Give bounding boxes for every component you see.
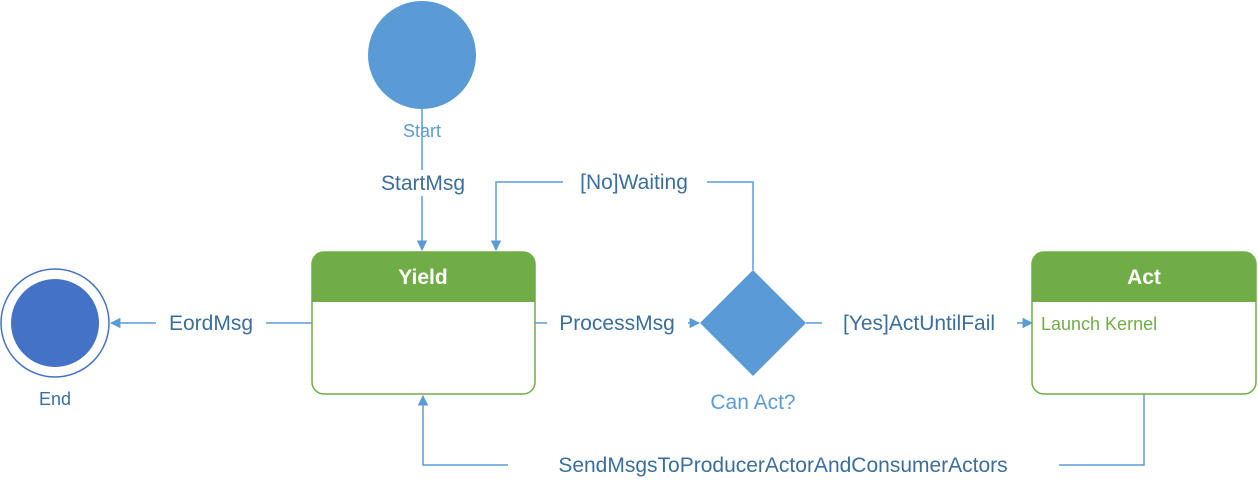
act-state: Act Launch Kernel: [1031, 251, 1257, 395]
edge-label-sendmsgs: SendMsgsToProducerActorAndConsumerActors: [558, 454, 1007, 477]
edge-label-no-waiting: [No]Waiting: [580, 171, 688, 194]
edge-label-eordmsg: EordMsg: [169, 312, 253, 335]
end-node: [11, 279, 99, 367]
act-state-header: [1032, 252, 1256, 302]
flow-decision-no-to-yield: [496, 181, 754, 270]
edge-label-yes-actuntilfail: [Yes]ActUntilFail: [843, 312, 995, 335]
decision-label: Can Act?: [710, 391, 795, 414]
edge-label-processmsg: ProcessMsg: [559, 312, 675, 335]
decision-node: [700, 270, 806, 376]
act-state-title: Act: [1127, 266, 1161, 289]
start-label: Start: [403, 121, 441, 141]
edge-label-startmsg: StartMsg: [381, 172, 465, 195]
start-node: [368, 1, 476, 109]
yield-state-header: [312, 252, 535, 302]
end-label: End: [39, 389, 71, 409]
yield-state-title: Yield: [398, 266, 447, 289]
act-state-activity: Launch Kernel: [1041, 314, 1157, 334]
flow-act-to-yield: [423, 394, 1145, 466]
yield-state: Yield: [311, 251, 536, 395]
